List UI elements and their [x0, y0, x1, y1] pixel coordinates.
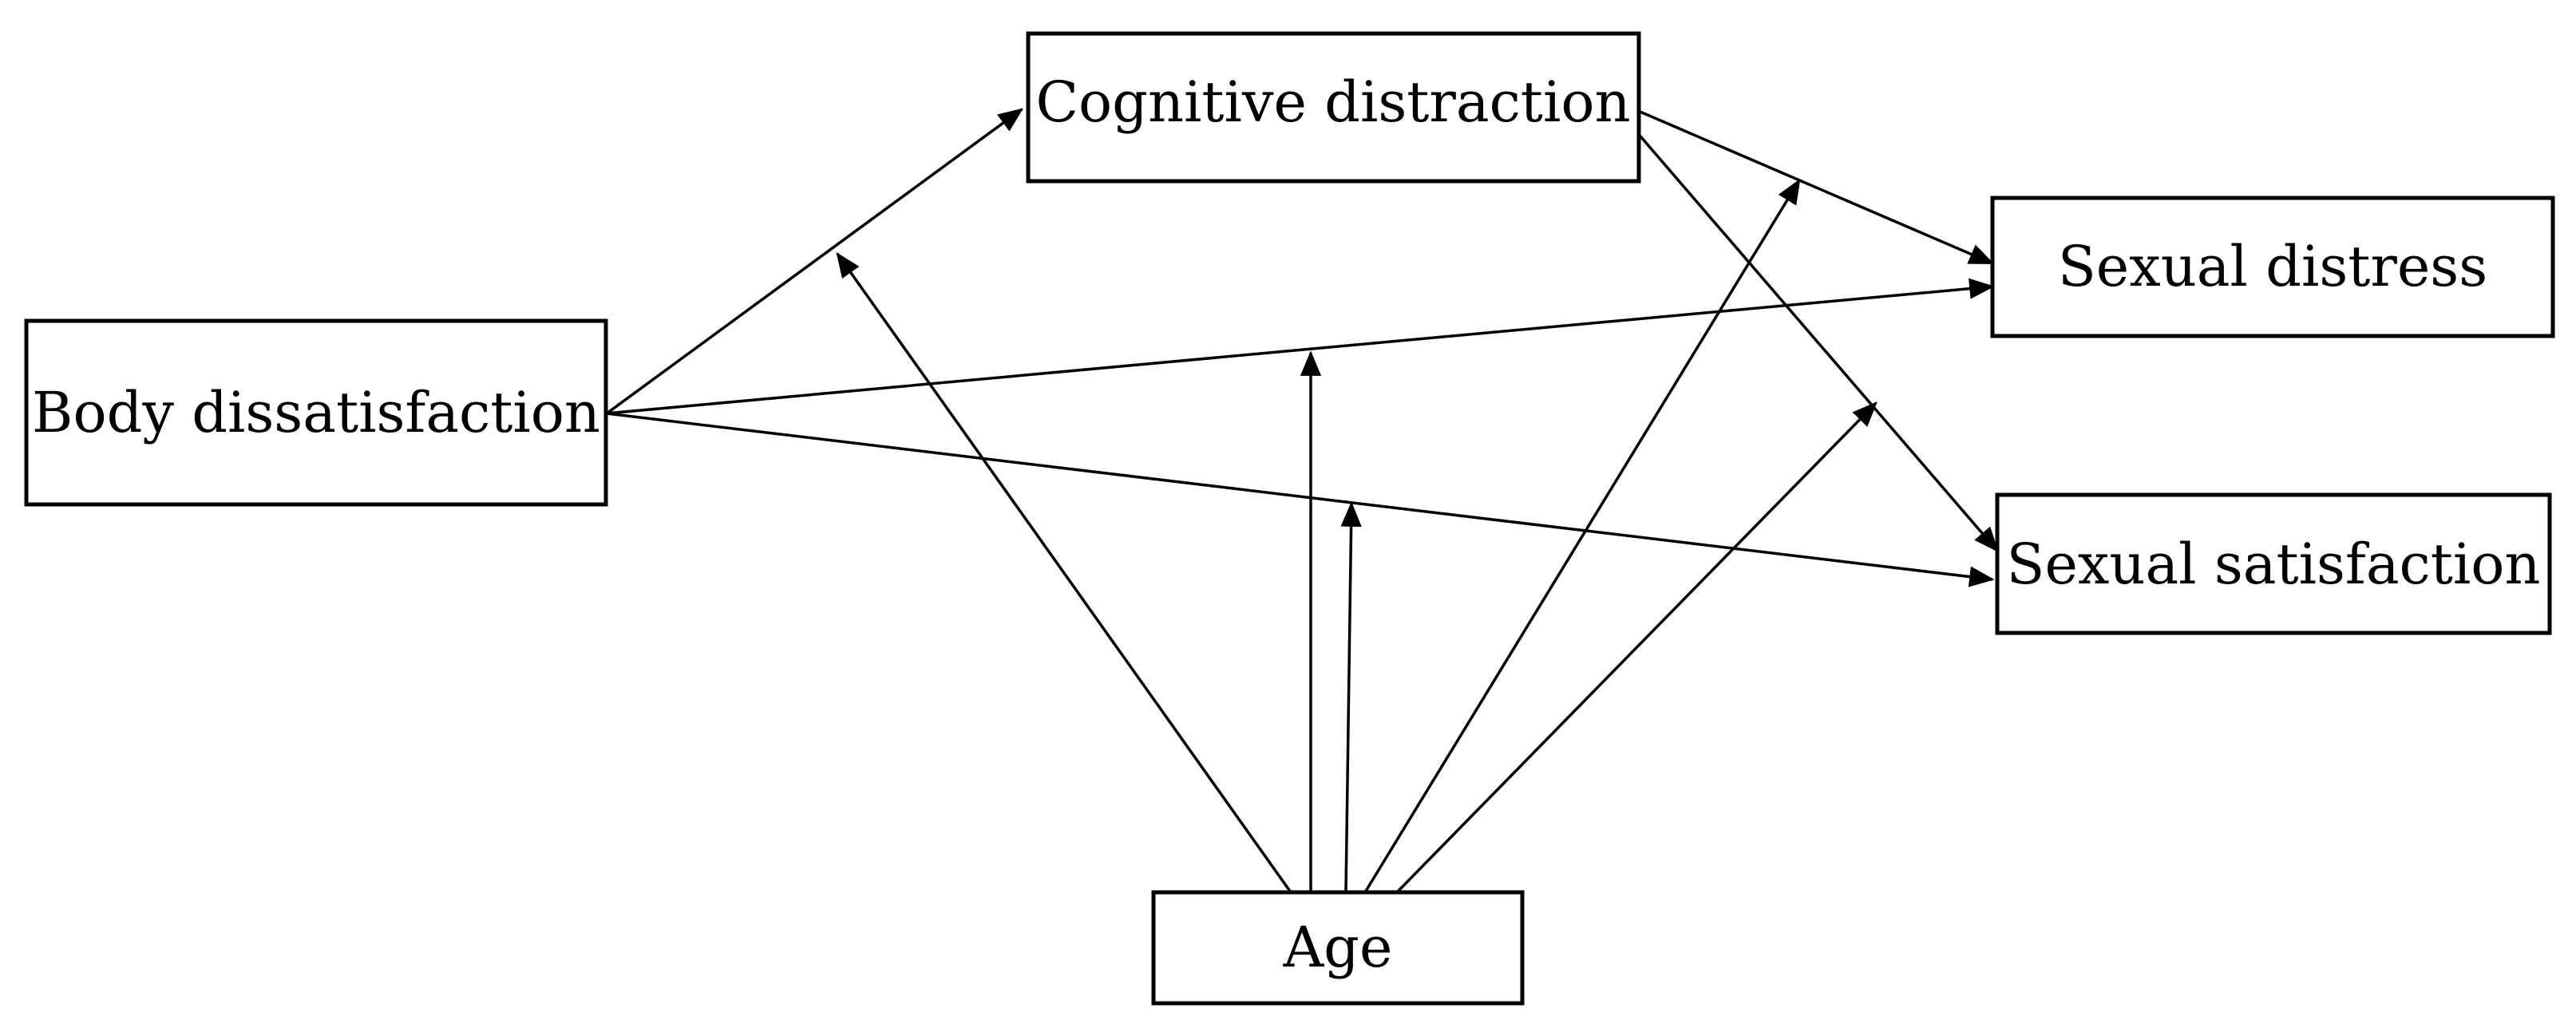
- node-label: Age: [1283, 915, 1393, 980]
- node-age: Age: [1151, 890, 1525, 1006]
- node-cognitive-distraction: Cognitive distraction: [1026, 31, 1641, 184]
- node-sexual-satisfaction: Sexual satisfaction: [1995, 492, 2552, 635]
- arrow-body-to-cognitive: [605, 108, 1024, 415]
- arrow-body-to-satisfaction: [606, 412, 1995, 587]
- arrow-age-mod-body-cognitive: [836, 251, 1292, 894]
- node-label: Cognitive distraction: [1035, 69, 1630, 135]
- node-sexual-distress: Sexual distress: [1990, 196, 2555, 338]
- arrow-age-mod-body-satisfaction: [1340, 501, 1362, 893]
- node-label: Sexual distress: [2058, 234, 2487, 299]
- arrow-cognitive-to-satisfaction: [1635, 130, 1999, 552]
- arrow-body-to-distress: [606, 278, 1995, 415]
- node-label: Body dissatisfaction: [32, 380, 600, 445]
- arrow-age-mod-cognitive-satisfaction: [1395, 401, 1878, 894]
- node-body-dissatisfaction: Body dissatisfaction: [24, 318, 608, 507]
- arrow-cognitive-to-distress: [1636, 109, 1995, 265]
- arrow-age-mod-cognitive-distress: [1363, 178, 1801, 893]
- node-label: Sexual satisfaction: [2007, 532, 2541, 597]
